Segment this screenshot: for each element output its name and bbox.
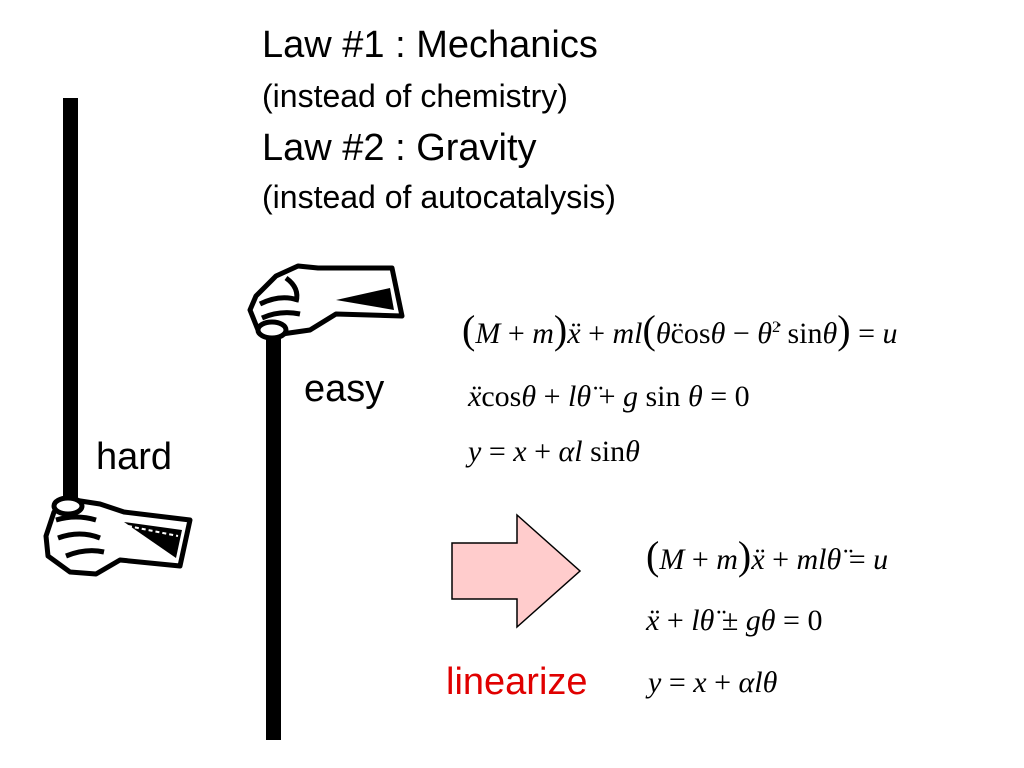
nonlinear-equation-2: ẍcosθ + lθ̈ + g sin θ = 0 <box>468 380 750 413</box>
hard-label: hard <box>96 436 173 478</box>
law-2-heading: Law #2 : Gravity <box>262 127 537 169</box>
linearize-label: linearize <box>446 661 588 703</box>
easy-label: easy <box>304 368 385 410</box>
law-1-note: (instead of chemistry) <box>262 78 568 114</box>
nonlinear-equation-1: (M + m)ẍ + ml(θ̈cosθ − θ̇2 sinθ) = u <box>462 307 898 352</box>
law-2-note: (instead of autocatalysis) <box>262 179 616 215</box>
hand-icon <box>43 495 193 577</box>
hanging-stick <box>63 98 78 503</box>
law-1-heading: Law #1 : Mechanics <box>262 24 598 66</box>
right-arrow-icon <box>451 513 582 629</box>
linear-equation-1: (M + m)ẍ + mlθ̈ = u <box>646 533 889 578</box>
linear-equation-3: y = x + αlθ <box>648 666 778 699</box>
balanced-stick <box>266 333 281 740</box>
hand-icon <box>247 263 405 341</box>
nonlinear-equation-3: y = x + αl sinθ <box>468 435 640 468</box>
linear-equation-2: ẍ + lθ̈ ± gθ = 0 <box>646 604 823 637</box>
